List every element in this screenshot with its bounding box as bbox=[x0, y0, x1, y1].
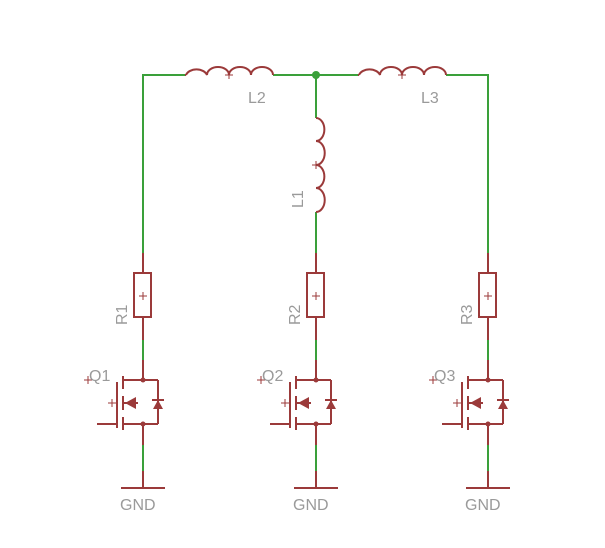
ground-3[interactable]: GND bbox=[465, 471, 510, 514]
wires bbox=[142, 71, 489, 471]
mosfet-q2-symbol bbox=[257, 360, 337, 445]
resistor-r1-label: R1 bbox=[114, 304, 131, 325]
mosfet-q1-label: Q1 bbox=[89, 368, 110, 385]
inductor-l3-label: L3 bbox=[421, 90, 439, 107]
mosfet-q1-symbol bbox=[84, 360, 164, 445]
inductor-l1[interactable]: L1 bbox=[290, 117, 326, 213]
mosfet-q3-label: Q3 bbox=[434, 368, 455, 385]
ground-1[interactable]: GND bbox=[120, 471, 165, 514]
mosfet-q3[interactable]: Q3 bbox=[429, 360, 509, 445]
resistor-r3[interactable]: R3 bbox=[459, 253, 497, 340]
ground-1-label: GND bbox=[120, 497, 156, 514]
inductor-l2-label: L2 bbox=[248, 90, 266, 107]
mosfet-q2-label: Q2 bbox=[262, 368, 283, 385]
resistor-r3-label: R3 bbox=[459, 304, 476, 325]
inductor-l3[interactable]: L3 bbox=[358, 66, 447, 107]
wire-right-top bbox=[446, 74, 489, 253]
resistor-r2-label: R2 bbox=[287, 304, 304, 325]
mosfet-q1[interactable]: Q1 bbox=[84, 360, 164, 445]
mosfet-q2[interactable]: Q2 bbox=[257, 360, 337, 445]
ground-3-label: GND bbox=[465, 497, 501, 514]
resistor-r2[interactable]: R2 bbox=[287, 253, 325, 340]
inductor-l2[interactable]: L2 bbox=[185, 66, 274, 107]
junction-dot bbox=[312, 71, 320, 79]
resistor-r1[interactable]: R1 bbox=[114, 253, 152, 340]
inductor-l1-label: L1 bbox=[290, 190, 307, 208]
mosfet-q3-symbol bbox=[429, 360, 509, 445]
ground-2[interactable]: GND bbox=[293, 471, 338, 514]
wire-left-top bbox=[142, 74, 185, 253]
ground-2-label: GND bbox=[293, 497, 329, 514]
